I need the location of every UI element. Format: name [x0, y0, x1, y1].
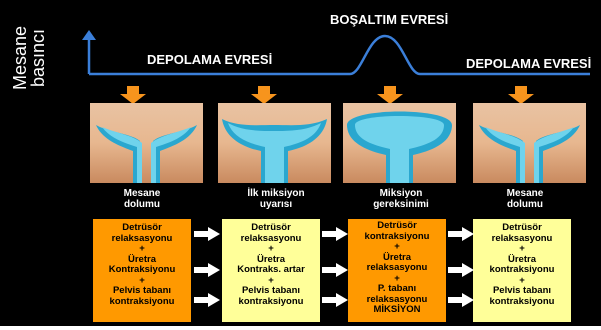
- box-line: +: [139, 274, 145, 286]
- phase-label-storage-right: DEPOLAMA EVRESİ: [466, 56, 592, 71]
- box-line: Detrüsör: [251, 222, 291, 233]
- process-box-4: Detrüsör relaksasyonu + Üretra kontraksi…: [473, 219, 571, 322]
- box-line: relaksasyonu: [366, 293, 428, 305]
- stage-label-line2: gereksinimi: [373, 199, 429, 210]
- phase-label-storage-left: DEPOLAMA EVRESİ: [147, 52, 273, 67]
- stage-label-line1: Miksiyon: [379, 188, 423, 199]
- right-arrow-icon: [322, 263, 348, 277]
- box-line: relaksasyonu: [366, 262, 428, 273]
- box-line: Detrüsör: [122, 222, 162, 233]
- box-line: kontraksiyonu: [364, 230, 430, 242]
- box-line: +: [139, 243, 145, 254]
- box-line: Üretra: [128, 253, 156, 265]
- box-line: kontraksiyonu: [109, 295, 175, 307]
- right-arrow-icon: [448, 293, 474, 307]
- box-line: +: [394, 241, 400, 252]
- stage-label-4: Mesane dolumu: [480, 188, 570, 210]
- orange-down-arrow-icon: [508, 86, 534, 104]
- box-line: Üretra: [257, 253, 285, 265]
- process-box-2: Detrüsör relaksasyonu + Üretra Kontraks.…: [222, 219, 320, 322]
- right-arrow-icon: [194, 293, 220, 307]
- box-line: Pelvis tabanı: [241, 285, 301, 296]
- stage-label-1: Mesane dolumu: [97, 188, 187, 210]
- up-arrow-icon: [82, 30, 96, 40]
- bladder-illustration-empty: [90, 103, 203, 183]
- stage-label-line1: Mesane: [123, 188, 161, 199]
- box-line: Pelvis tabanı: [112, 285, 172, 296]
- bottom-border: [0, 326, 601, 330]
- pressure-curve: [82, 30, 590, 76]
- stage-label-line1: Mesane: [506, 188, 544, 199]
- bladder-illustration-empty: [473, 103, 586, 183]
- right-arrow-icon: [448, 227, 474, 241]
- box-line-miksiyon: MİKSİYON: [373, 304, 421, 315]
- stage-label-line2: uyarısı: [259, 199, 293, 210]
- stage-label-line2: dolumu: [123, 199, 161, 210]
- box-line: Pelvis tabanı: [492, 285, 552, 296]
- box-line: relaksasyonu: [491, 232, 553, 244]
- box-line: relaksasyonu: [111, 232, 173, 244]
- stage-label-3: Miksiyon gereksinimi: [356, 188, 446, 210]
- box-line: Üretra: [383, 251, 411, 263]
- box-line: +: [268, 274, 274, 286]
- box-line: +: [394, 272, 400, 284]
- box-line: kontraksiyonu: [489, 295, 555, 307]
- bladder-illustration-full: [343, 103, 456, 183]
- orange-down-arrow-icon: [120, 86, 146, 104]
- box-line: Detrüsör: [502, 222, 542, 233]
- box-line: P. tabanı: [377, 283, 417, 294]
- box-line: +: [268, 243, 274, 254]
- right-arrow-icon: [194, 263, 220, 277]
- process-box-3: Detrüsör kontraksiyonu + Üretra relaksas…: [348, 219, 446, 322]
- right-arrow-icon: [194, 227, 220, 241]
- box-line: +: [519, 274, 525, 286]
- box-line: kontraksiyonu: [489, 264, 555, 275]
- orange-down-arrow-icon: [251, 86, 277, 104]
- stage-label-line1: İlk miksiyon: [247, 188, 305, 199]
- bladder-illustration-partial: [218, 103, 331, 183]
- right-arrow-icon: [322, 227, 348, 241]
- box-line: relaksasyonu: [240, 232, 302, 244]
- pressure-curve-line: [89, 34, 590, 76]
- box-line: Kontraksiyonu: [108, 264, 176, 275]
- box-line: +: [519, 243, 525, 254]
- box-line: Kontraks. artar: [237, 264, 305, 275]
- orange-down-arrow-icon: [377, 86, 403, 104]
- phase-label-voiding: BOŞALTIM EVRESİ: [330, 12, 449, 27]
- box-line: Detrüsör: [377, 220, 417, 231]
- process-box-1: Detrüsör relaksasyonu + Üretra Kontraksi…: [93, 219, 191, 322]
- stage-label-line2: dolumu: [506, 199, 544, 210]
- right-arrow-icon: [322, 293, 348, 307]
- right-arrow-icon: [448, 263, 474, 277]
- stage-label-2: İlk miksiyon uyarısı: [231, 188, 321, 210]
- box-line: Üretra: [508, 253, 536, 265]
- box-line: kontraksiyonu: [238, 295, 304, 307]
